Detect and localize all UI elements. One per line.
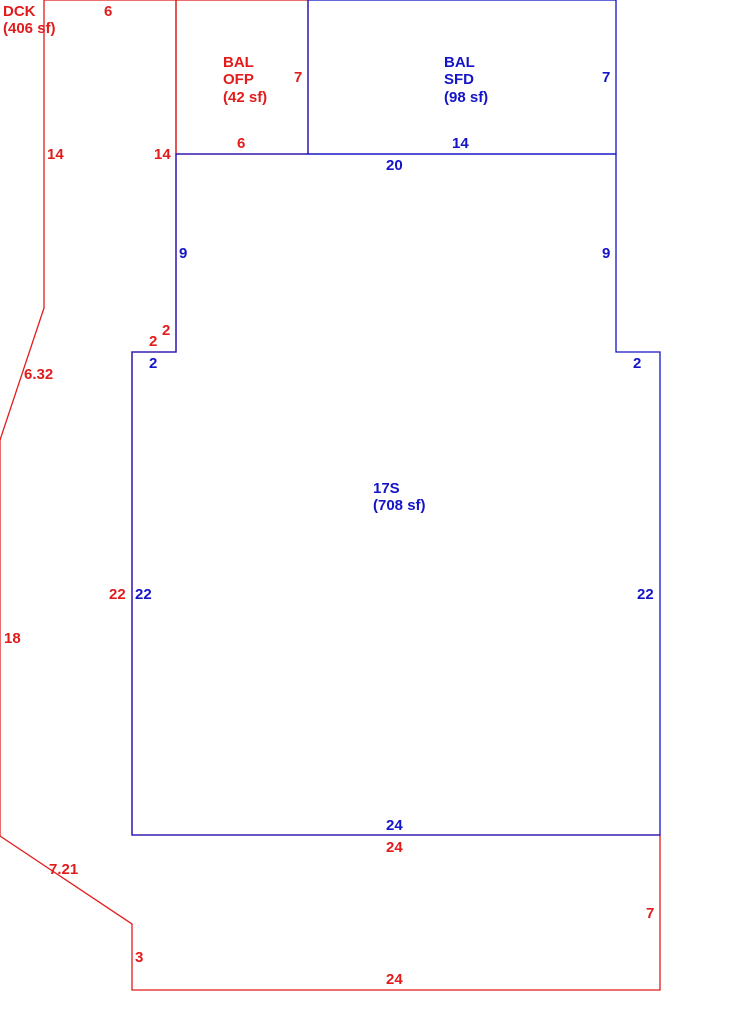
- dim-deck-notch-w: 2: [149, 333, 157, 350]
- dim-main-notch-right: 2: [633, 355, 641, 372]
- dim-deck-left-upper: 14: [47, 146, 64, 163]
- dim-main-left-upper: 9: [179, 245, 187, 262]
- dim-ofp-bottom: 6: [237, 135, 245, 152]
- deck-outline: [0, 0, 661, 991]
- dim-deck-notch-h: 2: [162, 322, 170, 339]
- bal-sfd-area: (98 sf): [444, 89, 488, 106]
- dim-main-notch-left: 2: [149, 355, 157, 372]
- dim-deck-right: 7: [646, 905, 654, 922]
- dim-main-right: 22: [637, 586, 654, 603]
- dim-deck-inner-top: 24: [386, 839, 403, 856]
- main-code-label: 17S: [373, 480, 400, 497]
- dim-sfd-bottom: 14: [452, 135, 469, 152]
- dim-sfd-right: 7: [602, 69, 610, 86]
- dim-main-right-upper: 9: [602, 245, 610, 262]
- dim-main-top: 20: [386, 157, 403, 174]
- dim-main-left: 22: [135, 586, 152, 603]
- dim-deck-diag-lower: 7.21: [49, 861, 78, 878]
- bal-ofp-area: (42 sf): [223, 89, 267, 106]
- bal-ofp-line2: OFP: [223, 71, 254, 88]
- dim-deck-inner-left: 22: [109, 586, 126, 603]
- dim-main-bottom: 24: [386, 817, 403, 834]
- bal-sfd-line2: SFD: [444, 71, 474, 88]
- dim-deck-left: 18: [4, 630, 21, 647]
- dim-ofp-right: 7: [294, 69, 302, 86]
- dim-deck-right-upper: 14: [154, 146, 171, 163]
- main-area-outline: [131, 153, 661, 836]
- dim-deck-step: 3: [135, 949, 143, 966]
- bal-sfd-line1: BAL: [444, 54, 475, 71]
- dim-deck-top: 6: [104, 3, 112, 20]
- bal-ofp-line1: BAL: [223, 54, 254, 71]
- dim-deck-diag-upper: 6.32: [24, 366, 53, 383]
- main-area-label: (708 sf): [373, 497, 426, 514]
- deck-code-label: DCK: [3, 3, 36, 20]
- deck-area-label: (406 sf): [3, 20, 56, 37]
- dim-deck-bottom: 24: [386, 971, 403, 988]
